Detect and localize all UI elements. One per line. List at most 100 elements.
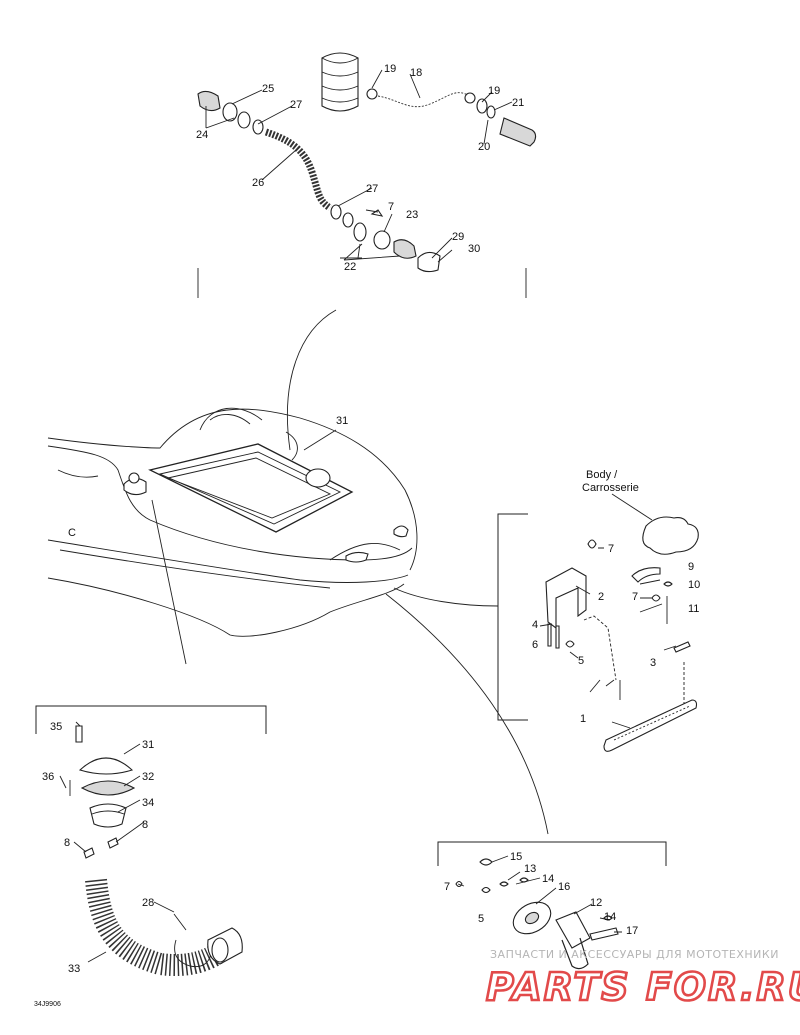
callout-24: 24	[196, 129, 208, 141]
adapter-ring	[211, 937, 229, 963]
vent-group	[35, 705, 267, 976]
nut-5	[565, 640, 575, 648]
callout-32: 32	[142, 771, 154, 783]
callout-9: 9	[688, 561, 694, 573]
callout-13: 13	[524, 863, 536, 875]
callout-19-right: 19	[488, 85, 500, 97]
watermark-logo: PARTS FOR.RU	[486, 965, 800, 1009]
callout-27-top: 27	[290, 99, 302, 111]
hose-26	[264, 128, 333, 211]
fitting-24	[197, 90, 221, 112]
callout-17: 17	[626, 925, 638, 937]
callout-8-right: 8	[142, 819, 148, 831]
callout-18: 18	[410, 67, 422, 79]
body-section	[642, 516, 699, 555]
callout-11: 11	[688, 603, 699, 615]
callout-19-left: 19	[384, 63, 396, 75]
nut-left	[237, 111, 251, 129]
clamp-27a	[252, 119, 264, 135]
watermark: ЗАПЧАСТИ И АКСЕССУАРЫ ДЛЯ МОТОТЕХНИКИ PA…	[485, 948, 800, 1010]
nose-light	[345, 551, 369, 563]
callout-26: 26	[252, 177, 264, 189]
reservoir-part	[321, 52, 359, 112]
body-logo-c: C	[68, 527, 76, 539]
washer-23	[373, 230, 391, 250]
screw-4	[547, 623, 552, 647]
drawing-code: 34J9906	[34, 1001, 61, 1008]
callout-5-right: 5	[578, 655, 584, 667]
bracket-9	[631, 567, 661, 583]
callout-30: 30	[468, 243, 480, 255]
callout-29: 29	[452, 231, 464, 243]
watermark-tagline: ЗАПЧАСТИ И АКСЕССУАРЫ ДЛЯ МОТОТЕХНИКИ	[490, 948, 779, 961]
clamp-27c	[342, 212, 354, 228]
callout-7-9: 7	[632, 591, 638, 603]
vent-cover-31	[305, 468, 331, 488]
callout-36: 36	[42, 771, 54, 783]
washer-10	[663, 581, 673, 587]
callout-numbers: 25 27 24 26 19 18 19 21 20 27 7 23 29 30…	[34, 63, 700, 1008]
callout-3: 3	[650, 657, 656, 669]
fitting-22	[393, 239, 417, 259]
label-body-fr: Carrosserie	[582, 482, 639, 494]
callout-21: 21	[512, 97, 524, 109]
screw-8a	[83, 847, 95, 859]
screw-35	[75, 725, 83, 743]
cover-31	[78, 757, 134, 775]
clamp-19a	[366, 88, 378, 100]
washer-14a	[499, 881, 509, 887]
callout-20: 20	[478, 141, 490, 153]
cap-29	[417, 251, 441, 273]
screw-6	[555, 625, 560, 649]
washer-25	[222, 102, 238, 122]
callout-31-vent: 31	[142, 739, 154, 751]
screw-3	[673, 641, 691, 653]
callout-35: 35	[50, 721, 62, 733]
callout-10: 10	[688, 579, 700, 591]
callout-34: 34	[142, 797, 154, 809]
callout-7-bottom: 7	[444, 881, 450, 893]
callout-25: 25	[262, 83, 274, 95]
label-body-en: Body /	[586, 469, 618, 481]
fitting-right	[499, 117, 537, 147]
screw-8b	[107, 837, 119, 849]
clamp-28	[173, 913, 213, 968]
callout-27-mid: 27	[366, 183, 378, 195]
callout-1: 1	[580, 713, 586, 725]
nut-22	[353, 222, 367, 242]
nut-15	[479, 858, 493, 866]
top-hose-assembly	[197, 52, 537, 298]
hose-33	[85, 878, 230, 976]
nut-21	[486, 105, 496, 119]
nut-7a	[587, 539, 597, 549]
callout-31-body: 31	[336, 415, 348, 427]
callout-8-left: 8	[64, 837, 70, 849]
callout-28: 28	[142, 897, 154, 909]
callout-4: 4	[532, 619, 538, 631]
nose-light-2	[393, 525, 409, 538]
callout-23: 23	[406, 209, 418, 221]
callout-16: 16	[558, 881, 570, 893]
callout-14-top: 14	[542, 873, 554, 885]
gasket-32	[80, 780, 136, 796]
clip-7-top	[370, 209, 384, 217]
nut-7b	[651, 594, 661, 602]
washer-13	[519, 877, 529, 883]
fitting-12	[555, 911, 591, 949]
grab-rail-1	[603, 699, 698, 752]
nut-5b	[481, 886, 491, 894]
washer-20	[476, 98, 488, 114]
callout-33: 33	[68, 963, 80, 975]
callout-2: 2	[598, 591, 604, 603]
hose-18	[377, 92, 471, 108]
mounting-group	[497, 493, 699, 752]
clamp-19b	[464, 92, 476, 104]
callout-15: 15	[510, 851, 522, 863]
callout-14-bottom: 14	[604, 911, 616, 923]
vent-cap	[128, 472, 140, 484]
callout-12: 12	[590, 897, 602, 909]
callout-6: 6	[532, 639, 538, 651]
callout-7-top: 7	[388, 201, 394, 213]
lower-right-group	[437, 841, 667, 970]
